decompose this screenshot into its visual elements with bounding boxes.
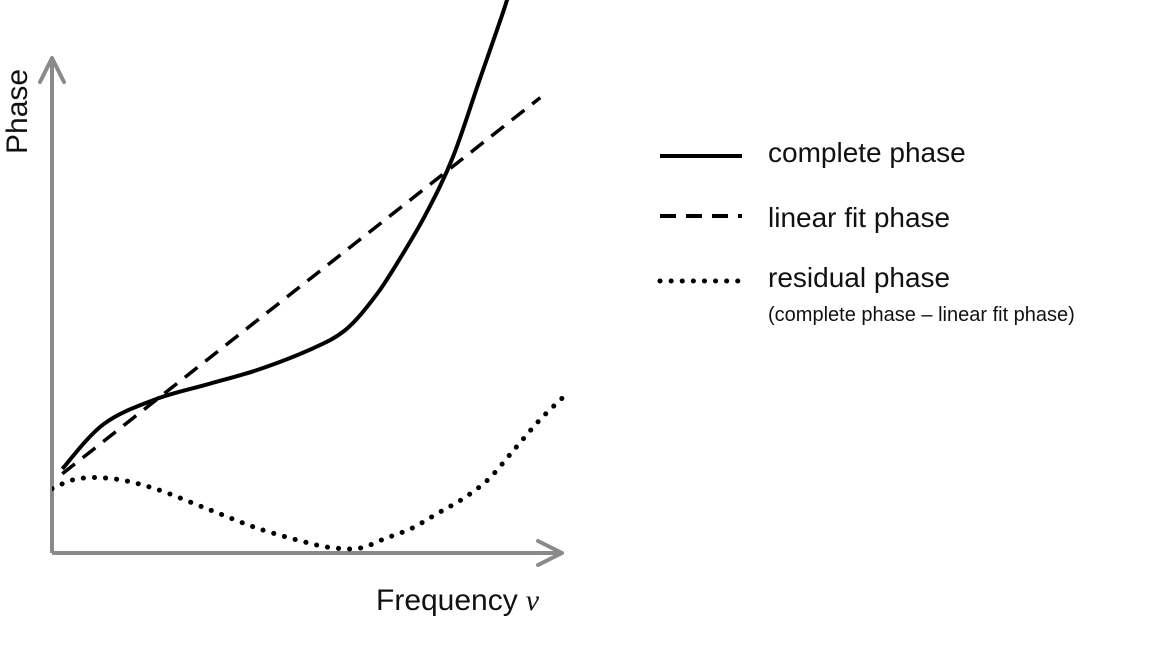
series-line-residual-phase <box>52 392 569 552</box>
x-axis-label-symbol: ν <box>526 584 540 617</box>
legend: complete phase linear fit phase residual… <box>657 137 1075 326</box>
y-axis-label: Phase <box>1 69 34 154</box>
legend-label-residual-phase: residual phase <box>768 262 950 293</box>
legend-label-linear-fit-phase: linear fit phase <box>768 202 950 233</box>
legend-note-residual-phase: (complete phase – linear fit phase) <box>768 304 1075 326</box>
series-layer <box>52 0 569 552</box>
series-line-linear-fit-phase <box>61 96 542 476</box>
x-axis-label-text: Frequency <box>376 584 518 617</box>
series-line-complete-phase <box>60 0 510 471</box>
legend-label-complete-phase: complete phase <box>768 137 966 168</box>
